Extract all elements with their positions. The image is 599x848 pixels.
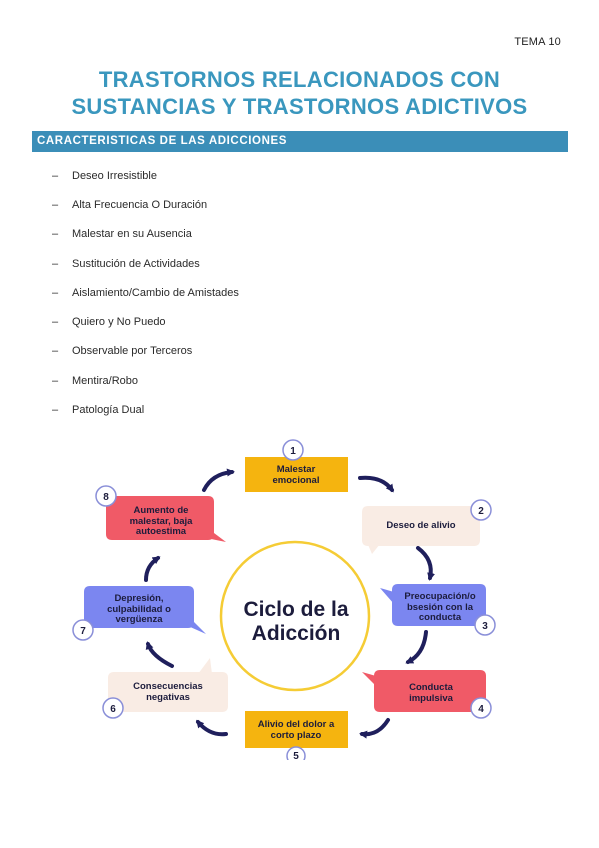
tema-label: TEMA 10 xyxy=(514,36,561,48)
list-item-label: Patología Dual xyxy=(72,404,145,417)
step-4-line-2: impulsiva xyxy=(409,693,454,704)
step-2-line-1: Deseo de alivio xyxy=(386,520,455,531)
list-item-label: Malestar en su Ausencia xyxy=(72,228,192,241)
bullet-dash: – xyxy=(52,228,59,241)
step-number-2: 2 xyxy=(478,506,484,517)
step-box-5 xyxy=(245,711,348,748)
step-3-line-3: conducta xyxy=(419,612,462,623)
step-7-line-1: Depresión, xyxy=(114,593,163,604)
cycle-arrow xyxy=(144,556,161,582)
step-4-line-1: Conducta xyxy=(409,682,454,693)
list-item: –Malestar en su Ausencia xyxy=(52,220,239,249)
list-item-label: Aislamiento/Cambio de Amistades xyxy=(72,286,239,299)
step-number-badge-4 xyxy=(470,697,492,719)
step-number-badge-1 xyxy=(282,439,304,461)
list-item: –Aislamiento/Cambio de Amistades xyxy=(52,278,239,307)
cycle-arrow xyxy=(416,546,435,581)
bubble-tail xyxy=(366,540,380,554)
step-8-line-2: malestar, baja xyxy=(130,516,194,527)
bullet-dash: – xyxy=(52,404,59,417)
list-item: –Mentira/Robo xyxy=(52,366,239,395)
addiction-cycle-diagram: Ciclo de la Adicción Malestar emocional … xyxy=(72,439,496,760)
list-item: –Patología Dual xyxy=(52,395,239,424)
cycle-arrow xyxy=(202,468,235,492)
bubble-tail xyxy=(206,530,226,542)
cycle-arrow xyxy=(358,475,394,493)
step-number-5: 5 xyxy=(293,751,299,760)
step-number-8: 8 xyxy=(103,492,109,503)
bullet-dash: – xyxy=(52,345,59,358)
cycle-arrow xyxy=(145,641,174,668)
step-6-line-2: negativas xyxy=(146,692,190,703)
cycle-arrow xyxy=(359,718,390,739)
step-number-6: 6 xyxy=(110,704,116,715)
list-item-label: Quiero y No Puedo xyxy=(72,316,166,329)
step-7-line-2: culpabilidad o xyxy=(107,604,171,615)
list-item-label: Mentira/Robo xyxy=(72,374,139,387)
step-number-7: 7 xyxy=(80,626,86,637)
bubble-tail xyxy=(380,588,394,604)
step-3-line-2: bsesión con la xyxy=(407,602,474,613)
section-heading: CARACTERISTICAS DE LAS ADICCIONES xyxy=(32,131,568,152)
bullet-dash: – xyxy=(52,198,59,211)
list-item: –Sustitución de Actividades xyxy=(52,249,239,278)
bullet-dash: – xyxy=(52,374,59,387)
step-1-line-1: Malestar xyxy=(277,464,316,475)
list-item-label: Deseo Irresistible xyxy=(72,169,157,182)
step-8-line-1: Aumento de xyxy=(134,505,189,516)
bullet-dash: – xyxy=(52,286,59,299)
list-item-label: Alta Frecuencia O Duración xyxy=(72,198,208,211)
step-bubble-7 xyxy=(84,586,194,628)
step-1-line-2: emocional xyxy=(273,475,320,486)
cycle-arrow xyxy=(196,719,228,737)
step-5-line-2: corto plazo xyxy=(271,730,322,741)
list-item: –Alta Frecuencia O Duración xyxy=(52,190,239,219)
step-bubble-3 xyxy=(392,584,486,626)
bullet-dash: – xyxy=(52,169,59,182)
cycle-arrow xyxy=(405,630,428,664)
center-title-line-2: Adicción xyxy=(252,622,341,645)
step-bubble-4 xyxy=(374,670,486,712)
step-5-line-1: Alivio del dolor a xyxy=(258,719,335,730)
bullet-dash: – xyxy=(52,257,59,270)
step-bubble-6 xyxy=(108,672,228,712)
step-bubble-8 xyxy=(106,496,214,540)
step-number-4: 4 xyxy=(478,704,484,715)
step-number-badge-7 xyxy=(72,619,94,641)
bubble-tail xyxy=(198,658,212,674)
list-item: –Quiero y No Puedo xyxy=(52,307,239,336)
step-7-line-3: vergüenza xyxy=(116,614,164,625)
step-number-badge-5 xyxy=(286,746,306,760)
page-title-line-2: SUSTANCIAS Y TRASTORNOS ADICTIVOS xyxy=(71,94,528,119)
step-box-1 xyxy=(245,457,348,492)
page-title-line-1: TRASTORNOS RELACIONADOS CON xyxy=(98,67,501,92)
bullet-dash: – xyxy=(52,316,59,329)
step-number-badge-6 xyxy=(102,697,124,719)
step-8-line-3: autoestima xyxy=(136,526,187,537)
list-item: –Deseo Irresistible xyxy=(52,161,239,190)
step-number-3: 3 xyxy=(482,621,488,632)
center-ring xyxy=(219,540,371,692)
step-number-badge-8 xyxy=(95,485,117,507)
list-item: –Observable por Terceros xyxy=(52,337,239,366)
list-item-label: Observable por Terceros xyxy=(72,345,193,358)
characteristics-list: –Deseo Irresistible –Alta Frecuencia O D… xyxy=(52,161,239,425)
bubble-tail xyxy=(362,672,378,688)
step-6-line-1: Consecuencias xyxy=(133,681,203,692)
step-bubble-2 xyxy=(362,506,480,546)
step-3-line-1: Preocupación/o xyxy=(404,591,475,602)
step-number-badge-3 xyxy=(474,614,496,636)
page-title: TRASTORNOS RELACIONADOS CON SUSTANCIAS Y… xyxy=(0,66,599,120)
center-title-line-1: Ciclo de la xyxy=(243,598,348,621)
step-number-badge-2 xyxy=(470,499,492,521)
bubble-tail xyxy=(188,618,206,634)
step-number-1: 1 xyxy=(290,446,296,457)
list-item-label: Sustitución de Actividades xyxy=(72,257,200,270)
